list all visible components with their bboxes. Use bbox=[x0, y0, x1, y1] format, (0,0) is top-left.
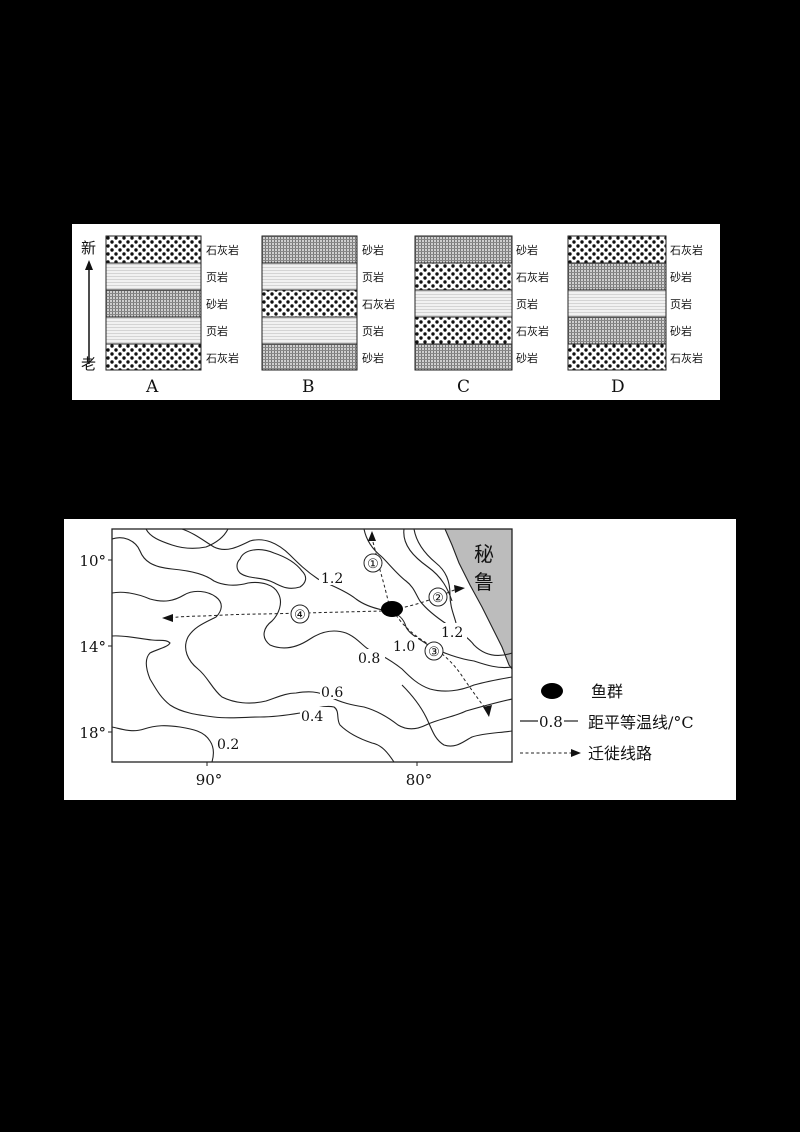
layer-label: 砂岩 bbox=[516, 243, 538, 257]
lat-tick: 10° bbox=[79, 552, 106, 570]
column-label: D bbox=[611, 377, 625, 397]
column-label: B bbox=[302, 377, 315, 397]
isotherm-value: 0.8 bbox=[358, 651, 380, 667]
legend: 鱼群 0.8 距平等温线/°C 迁徙线路 bbox=[520, 682, 694, 763]
layer-label: 页岩 bbox=[670, 297, 692, 311]
isotherm-value: 0.2 bbox=[217, 737, 239, 753]
axis-label-new: 新 bbox=[81, 239, 96, 257]
fish-legend-icon bbox=[541, 683, 563, 699]
isotherm-labels: 1.2 1.2 1.0 0.8 0.6 0.4 0.2 bbox=[216, 569, 467, 753]
layer-label: 石灰岩 bbox=[362, 297, 395, 311]
route-label-1: ① bbox=[367, 557, 379, 572]
layer-label: 砂岩 bbox=[670, 270, 692, 284]
column-a: 石灰岩 页岩 砂岩 页岩 石灰岩 A bbox=[105, 235, 239, 397]
map-svg: ① ② ③ ④ 1.2 1.2 1.0 0.8 0.6 bbox=[79, 528, 694, 789]
strata-svg: 新 老 石灰岩 页岩 砂岩 页岩 石灰岩 A bbox=[81, 235, 703, 397]
lon-tick: 90° bbox=[196, 771, 223, 789]
map-frame bbox=[111, 528, 513, 763]
arrow-icon bbox=[454, 585, 465, 593]
layer-label: 石灰岩 bbox=[206, 351, 239, 365]
peru-land bbox=[445, 529, 512, 669]
layer-label: 砂岩 bbox=[516, 351, 538, 365]
layer-label: 砂岩 bbox=[362, 243, 384, 257]
layer-label: 页岩 bbox=[362, 324, 384, 338]
arrow-icon bbox=[483, 705, 492, 717]
layer-label: 页岩 bbox=[516, 297, 538, 311]
route-1 bbox=[371, 538, 391, 610]
route-label-3: ③ bbox=[428, 645, 440, 660]
arrow-icon bbox=[162, 614, 173, 622]
column-c: 砂岩 石灰岩 页岩 石灰岩 砂岩 C bbox=[414, 235, 549, 397]
isotherm-value: 0.4 bbox=[301, 709, 323, 725]
fish-school-marker bbox=[381, 601, 403, 617]
arrow-icon bbox=[368, 531, 376, 541]
column-label: A bbox=[145, 377, 159, 397]
column-b: 砂岩 页岩 石灰岩 页岩 砂岩 B bbox=[261, 235, 395, 397]
layer-label: 石灰岩 bbox=[516, 324, 549, 338]
layer-label: 石灰岩 bbox=[516, 270, 549, 284]
route-label-2: ② bbox=[432, 591, 444, 606]
column-d: 石灰岩 砂岩 页岩 砂岩 石灰岩 D bbox=[567, 235, 703, 397]
route-3 bbox=[395, 614, 489, 712]
coastline bbox=[444, 529, 512, 670]
layer-label: 砂岩 bbox=[670, 324, 692, 338]
isotherms bbox=[112, 529, 512, 762]
country-label-peru-2: 鲁 bbox=[474, 570, 494, 594]
layer-label: 石灰岩 bbox=[670, 243, 703, 257]
arrow-icon bbox=[571, 749, 581, 757]
lon-tick: 80° bbox=[406, 771, 433, 789]
route-label-4: ④ bbox=[294, 608, 306, 623]
legend-route: 迁徙线路 bbox=[588, 744, 652, 763]
route-markers: ① ② ③ ④ bbox=[290, 553, 448, 661]
layer-label: 砂岩 bbox=[362, 351, 384, 365]
layer-label: 石灰岩 bbox=[670, 351, 703, 365]
legend-fish: 鱼群 bbox=[591, 682, 623, 701]
layer-label: 石灰岩 bbox=[206, 243, 239, 257]
layer-label: 页岩 bbox=[206, 270, 228, 284]
isotherm-value: 1.2 bbox=[321, 571, 343, 587]
layer-label: 页岩 bbox=[206, 324, 228, 338]
isotherm-value: 1.2 bbox=[441, 625, 463, 641]
layer-label: 砂岩 bbox=[206, 297, 228, 311]
longitude-axis: 90° 80° bbox=[196, 762, 433, 789]
lat-tick: 14° bbox=[79, 638, 106, 656]
legend-isotherm: 距平等温线/°C bbox=[588, 713, 694, 732]
isotherm-map-figure: ① ② ③ ④ 1.2 1.2 1.0 0.8 0.6 bbox=[64, 519, 736, 800]
axis-label-old: 老 bbox=[81, 355, 96, 373]
arrow-up-icon bbox=[85, 260, 93, 270]
layer-label: 页岩 bbox=[362, 270, 384, 284]
column-label: C bbox=[457, 377, 470, 397]
latitude-axis: 10° 14° 18° bbox=[79, 552, 112, 742]
country-label-peru-1: 秘 bbox=[474, 542, 494, 566]
isotherm-value: 1.0 bbox=[393, 639, 415, 655]
isotherm-value: 0.6 bbox=[321, 685, 343, 701]
lat-tick: 18° bbox=[79, 724, 106, 742]
strata-figure: 新 老 石灰岩 页岩 砂岩 页岩 石灰岩 A bbox=[72, 224, 720, 400]
legend-isotherm-sample: 0.8 bbox=[539, 713, 563, 731]
